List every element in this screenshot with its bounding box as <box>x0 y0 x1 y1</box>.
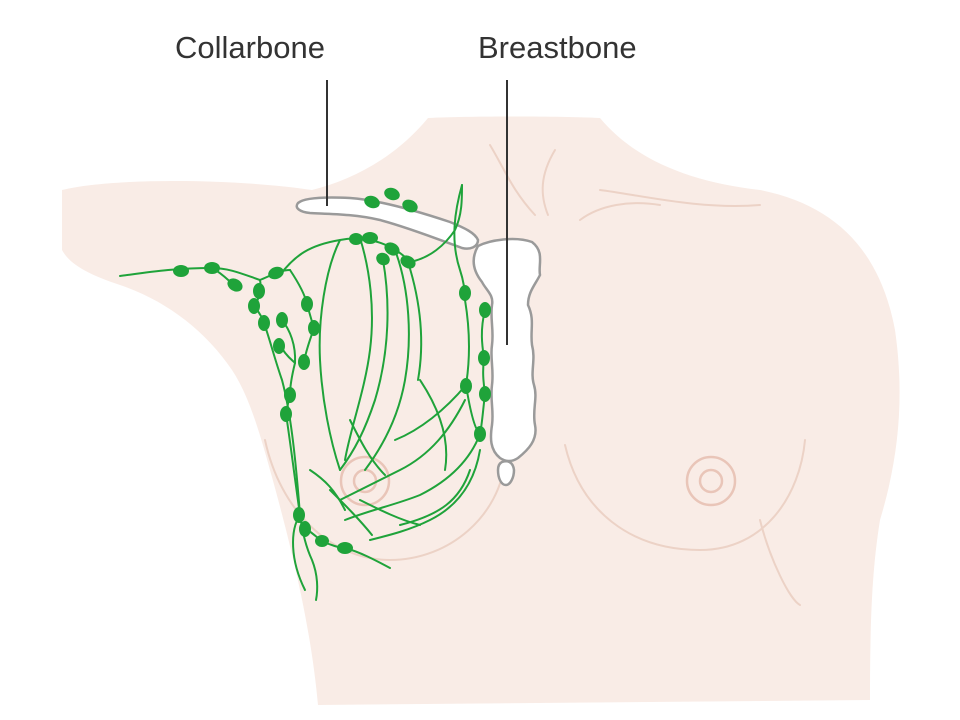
lymph-node <box>298 354 310 370</box>
lymph-node <box>400 255 416 269</box>
lymph-node <box>280 406 292 422</box>
lymph-node <box>349 233 363 245</box>
lymph-node <box>402 199 418 213</box>
collarbone-label: Collarbone <box>175 30 325 65</box>
lymph-node <box>337 542 353 554</box>
xiphoid-process <box>496 460 516 487</box>
lymph-node <box>315 535 329 547</box>
breastbone-bone <box>472 237 542 463</box>
lymph-node <box>479 302 491 318</box>
collarbone-bone <box>295 196 480 250</box>
lymph-node <box>479 386 491 402</box>
lymph-node <box>384 242 400 256</box>
lymph-node <box>268 266 284 280</box>
lymph-node <box>293 507 305 523</box>
lymph-node <box>299 521 311 537</box>
lymph-node <box>384 187 400 201</box>
torso-silhouette <box>62 116 900 705</box>
lymph-node <box>478 350 490 366</box>
lymph-node <box>273 338 285 354</box>
lymph-node <box>301 296 313 312</box>
lymph-node <box>474 426 486 442</box>
lymph-node <box>364 195 380 209</box>
lymph-node <box>227 278 243 292</box>
breastbone-label: Breastbone <box>478 30 637 65</box>
lymph-node <box>376 252 390 266</box>
lymph-node <box>253 283 265 299</box>
lymph-node <box>258 315 270 331</box>
lymph-node <box>204 262 220 274</box>
lymph-node <box>173 265 189 277</box>
lymph-node <box>460 378 472 394</box>
lymph-node <box>308 320 320 336</box>
lymph-node <box>248 298 260 314</box>
lymph-node <box>284 387 296 403</box>
lymph-node <box>276 312 288 328</box>
right-nipple <box>685 455 737 507</box>
lymph-nodes <box>173 187 491 554</box>
lymph-node <box>459 285 471 301</box>
lymph-node <box>362 232 378 244</box>
skin-contour-lines <box>264 144 806 606</box>
